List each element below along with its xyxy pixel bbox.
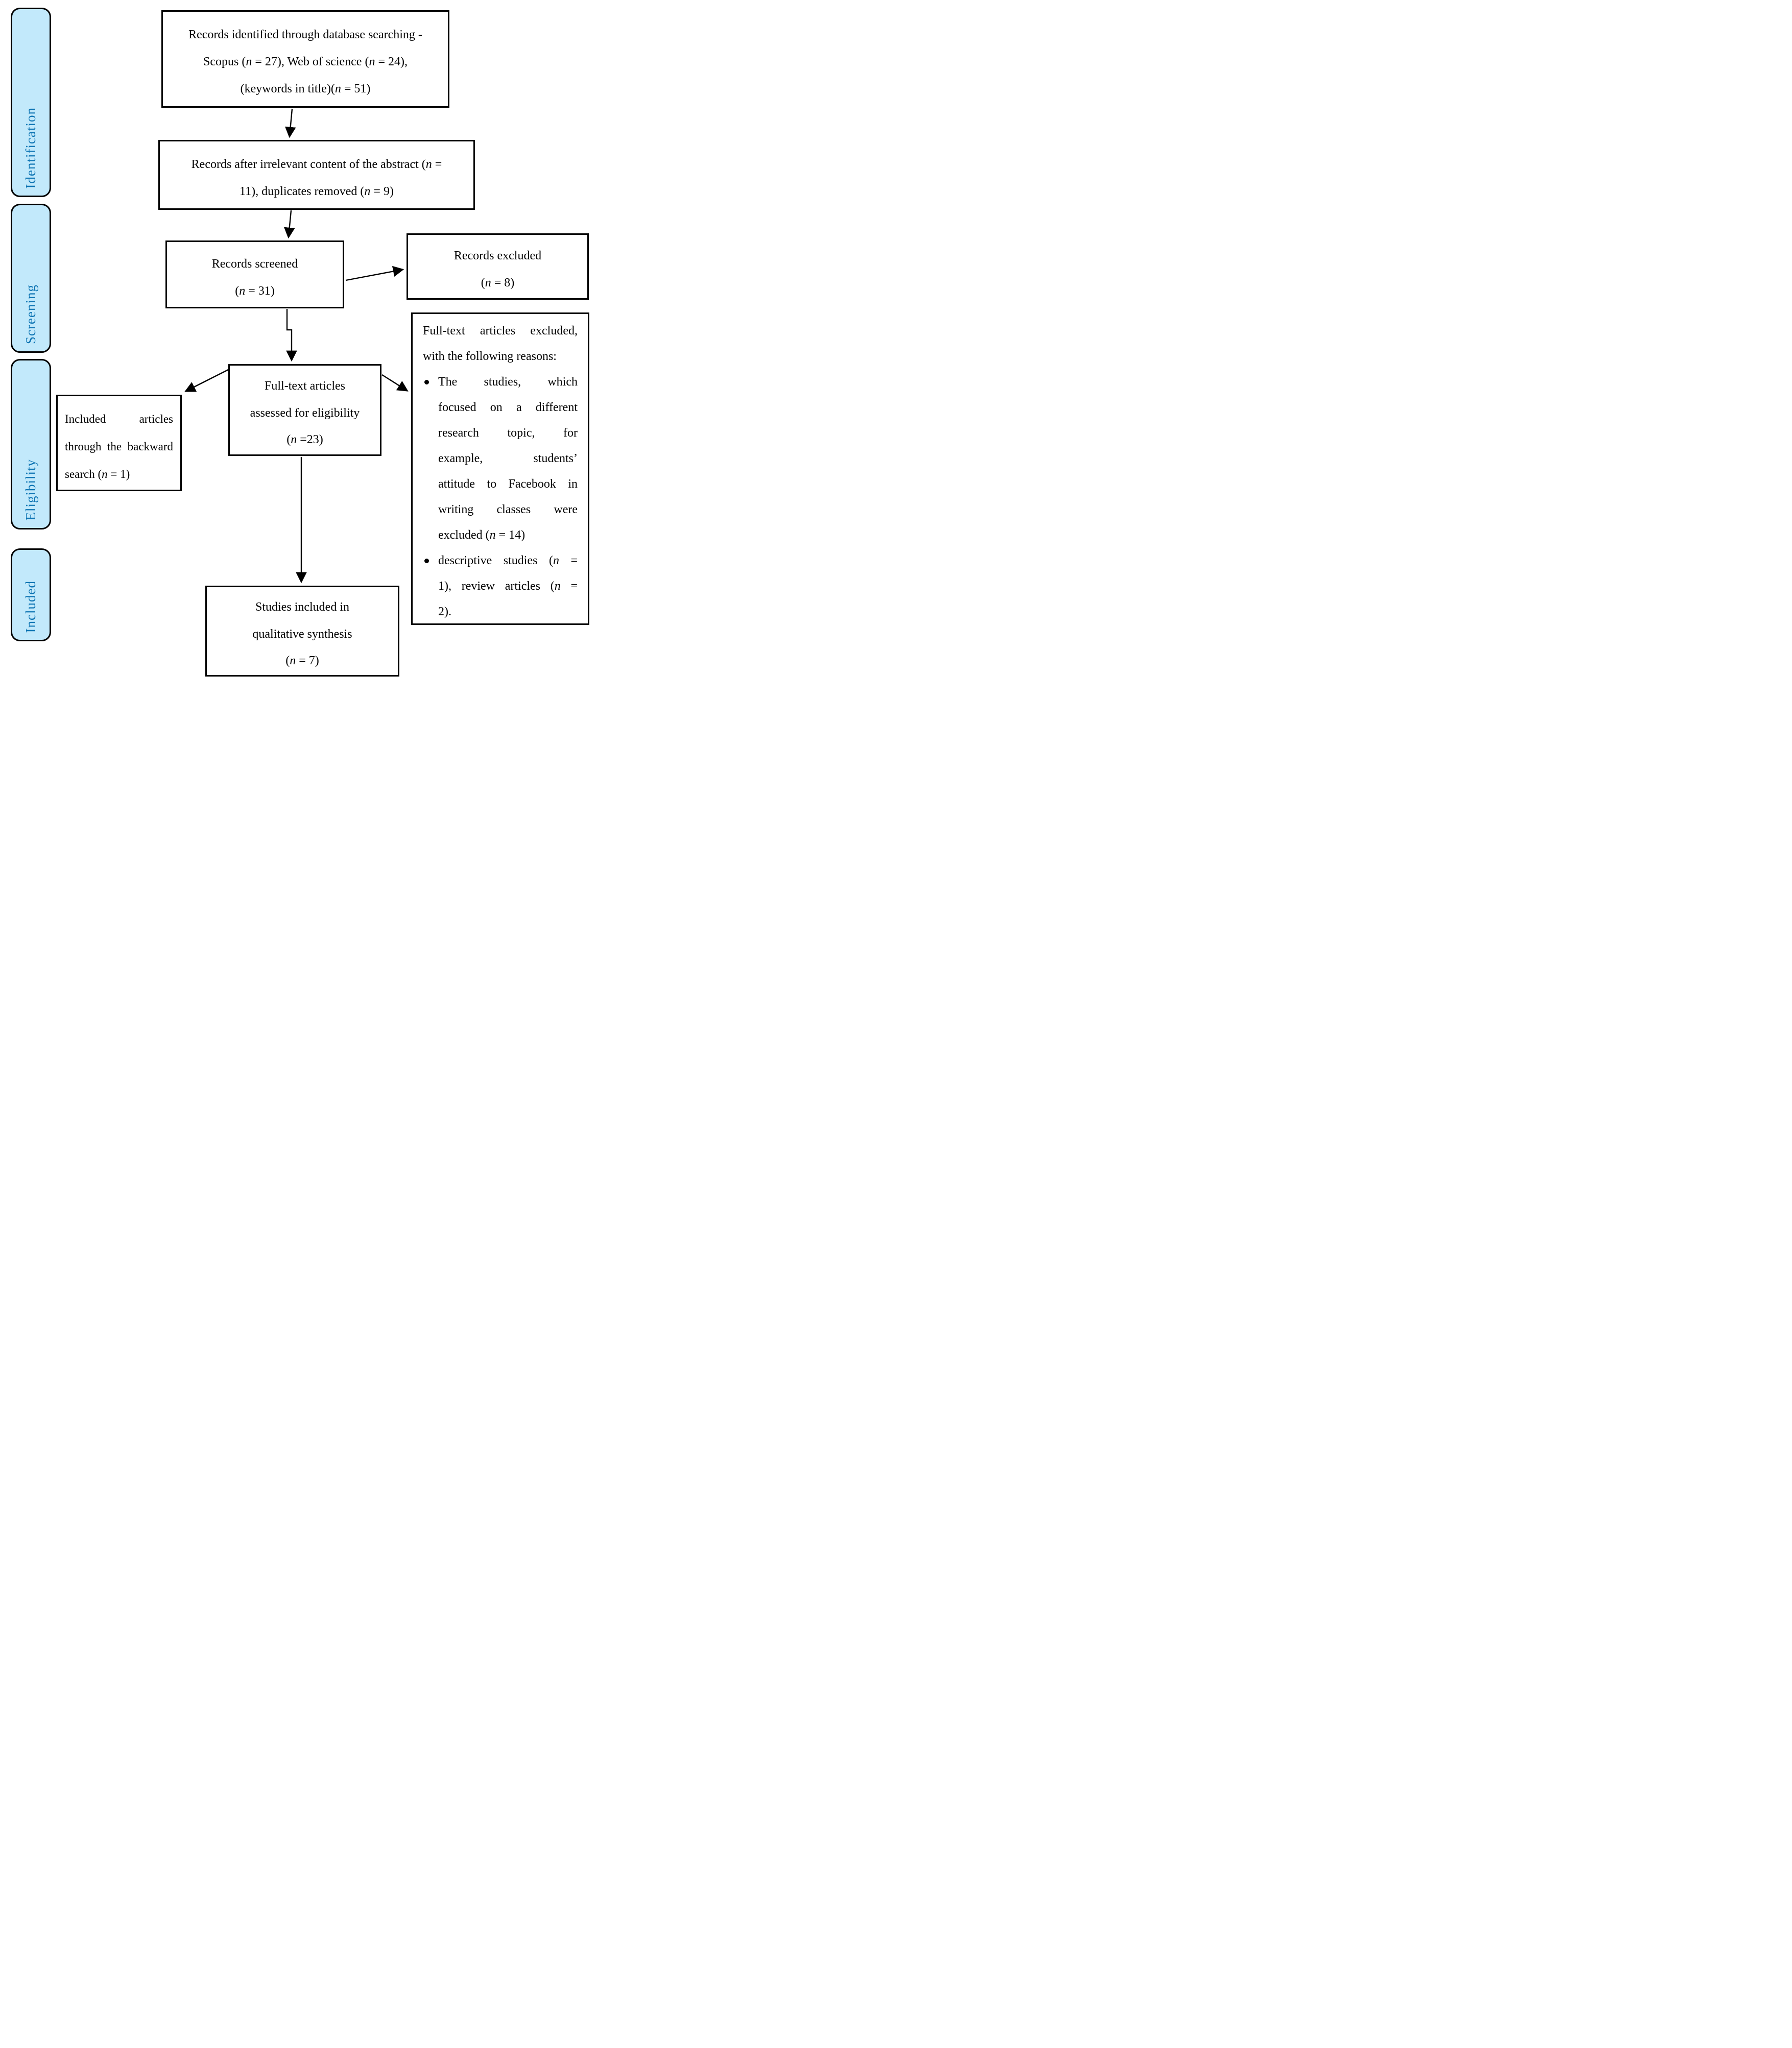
box-line: example, students’ — [438, 452, 578, 465]
box-line: attitude to Facebook in — [438, 477, 578, 491]
box-line: (keywords in title)(n = 51) — [240, 82, 371, 95]
stage-label-screening-text: Screening — [23, 284, 38, 344]
box-line: with the following reasons: — [423, 350, 557, 363]
box-line: search (n = 1) — [65, 468, 130, 480]
stage-label-identification: Identification — [11, 8, 51, 197]
arrow-fulltext-to-backward-search — [184, 369, 229, 392]
stage-label-identification-text: Identification — [23, 107, 38, 188]
box-records-after-removal: Records after irrelevant content of the … — [158, 140, 475, 210]
box-line: (n = 7) — [285, 654, 319, 668]
box-included-backward-search: Included articles through the backward s… — [56, 395, 182, 491]
box-line: assessed for eligibility — [250, 406, 360, 420]
box-line: (n = 31) — [235, 284, 275, 298]
box-line: writing classes were — [438, 503, 578, 516]
bullet-icon — [424, 559, 429, 563]
box-line: through the backward — [65, 440, 173, 453]
box-line: Scopus (n = 27), Web of science (n = 24)… — [203, 55, 408, 69]
arrow-after-to-screened — [284, 210, 295, 239]
box-line: Records identified through database sear… — [188, 28, 422, 42]
box-records-excluded: Records excluded (n = 8) — [407, 233, 589, 300]
box-line: Records excluded — [453, 249, 542, 263]
stage-label-eligibility-text: Eligibility — [23, 459, 38, 521]
box-line: Included articles — [65, 413, 173, 425]
box-line: The studies, which — [438, 375, 578, 389]
stage-label-included: Included — [11, 548, 51, 641]
box-line: Studies included in — [255, 600, 349, 614]
box-line: Full-text articles — [265, 379, 345, 393]
box-line: excluded (n = 14) — [438, 528, 525, 542]
stage-label-screening: Screening — [11, 204, 51, 353]
box-line: Records screened — [211, 257, 298, 271]
box-line: 2). — [438, 605, 451, 618]
stage-label-included-text: Included — [23, 580, 38, 633]
box-line: (n =23) — [286, 433, 323, 447]
exclusion-reason-item: The studies, which focused on a differen… — [423, 369, 578, 548]
arrow-fulltext-to-excluded-reasons — [381, 374, 409, 392]
box-line: Full-text articles excluded, — [423, 324, 578, 338]
box-line: (n = 8) — [481, 276, 515, 290]
bullet-icon — [424, 380, 429, 384]
exclusion-reason-item: descriptive studies (n = 1), review arti… — [423, 548, 578, 624]
box-line: 1), review articles (n = — [438, 580, 578, 593]
arrow-identified-to-after — [284, 108, 296, 138]
box-studies-included: Studies included in qualitative synthesi… — [205, 586, 399, 677]
box-line: descriptive studies (n = — [438, 554, 578, 567]
box-line: research topic, for — [438, 426, 578, 440]
box-fulltext-assessed: Full-text articles assessed for eligibil… — [228, 364, 381, 456]
prisma-flow-diagram: Identification Screening Eligibility Inc… — [0, 0, 598, 683]
stage-label-eligibility: Eligibility — [11, 359, 51, 529]
box-records-identified: Records identified through database sear… — [161, 10, 449, 108]
box-fulltext-excluded-reasons: Full-text articles excluded, with the fo… — [411, 312, 589, 625]
box-line: focused on a different — [438, 401, 578, 414]
box-line: 11), duplicates removed (n = 9) — [240, 184, 394, 198]
box-line: qualitative synthesis — [252, 627, 352, 641]
box-records-screened: Records screened (n = 31) — [165, 240, 344, 308]
box-line: Records after irrelevant content of the … — [191, 157, 442, 171]
arrow-screened-to-fulltext — [286, 309, 297, 362]
arrow-screened-to-excluded — [345, 266, 404, 281]
